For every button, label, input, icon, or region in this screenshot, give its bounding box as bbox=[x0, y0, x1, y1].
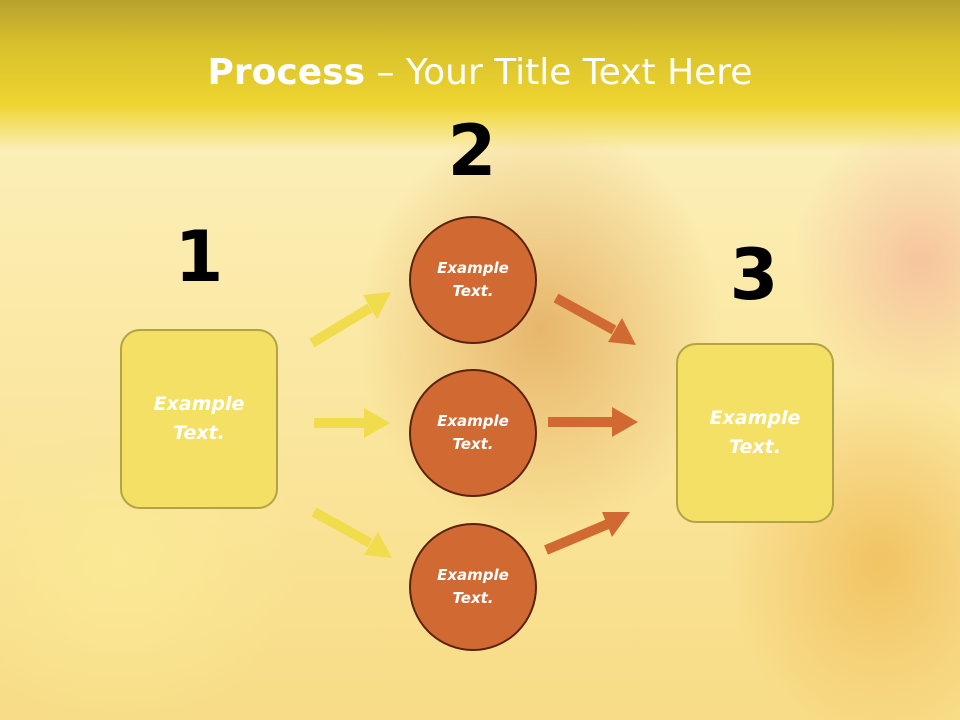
step-1-text-line2: Text. bbox=[173, 422, 225, 444]
arrow-yellow-right bbox=[314, 408, 390, 438]
step-1-box: Example Text. bbox=[120, 329, 278, 509]
circle-bottom-line2: Text. bbox=[452, 589, 494, 607]
slide-title: Process – Your Title Text Here bbox=[0, 52, 960, 93]
title-rest: Your Title Text Here bbox=[405, 52, 753, 93]
arrow-orange-up bbox=[544, 512, 630, 555]
title-bold: Process bbox=[207, 52, 366, 93]
circle-middle-line2: Text. bbox=[452, 435, 494, 453]
step-2-circle-bottom: Example Text. bbox=[409, 523, 537, 651]
title-separator: – bbox=[376, 52, 395, 93]
step-2-circle-top: Example Text. bbox=[409, 216, 537, 344]
circle-bottom-line1: Example bbox=[437, 566, 509, 584]
step-number-3: 3 bbox=[729, 234, 779, 316]
title-banner bbox=[0, 0, 960, 150]
step-3-text-line2: Text. bbox=[729, 436, 781, 458]
step-3-text-line1: Example bbox=[709, 407, 801, 429]
step-2-circle-middle: Example Text. bbox=[409, 369, 537, 497]
circle-top-line2: Text. bbox=[452, 282, 494, 300]
arrow-orange-right bbox=[548, 407, 638, 437]
arrow-yellow-up bbox=[309, 292, 391, 348]
circle-middle-line1: Example bbox=[437, 412, 509, 430]
arrow-yellow-down bbox=[311, 507, 392, 558]
step-number-2: 2 bbox=[447, 110, 497, 192]
step-3-box: Example Text. bbox=[676, 343, 834, 523]
step-1-text-line1: Example bbox=[153, 393, 245, 415]
circle-top-line1: Example bbox=[437, 259, 509, 277]
step-number-1: 1 bbox=[174, 216, 224, 298]
arrow-orange-down bbox=[553, 293, 636, 345]
